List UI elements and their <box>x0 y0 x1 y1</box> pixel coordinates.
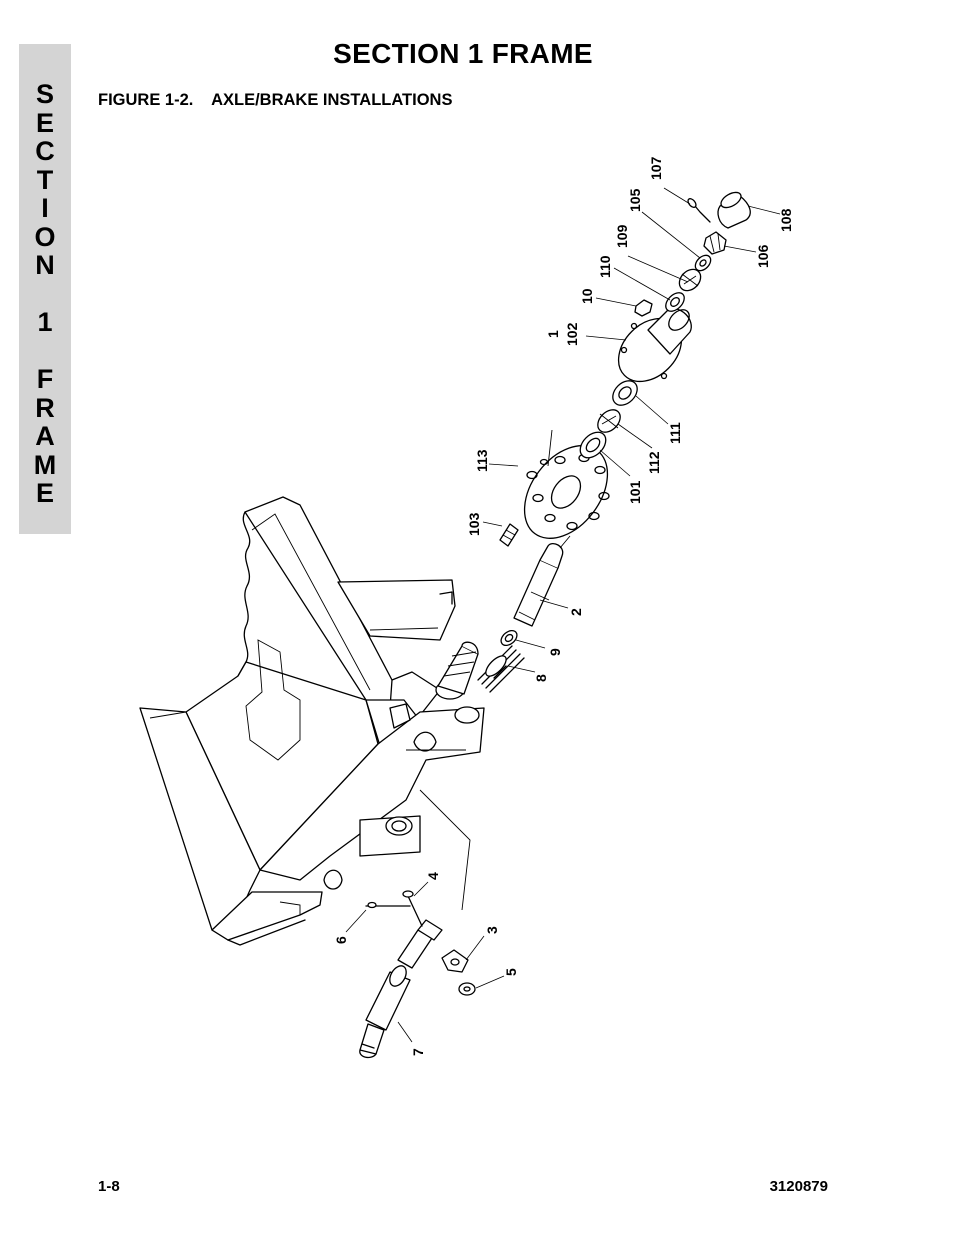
callout-108: 108 <box>778 208 794 232</box>
page-title: SECTION 1 FRAME <box>333 38 593 69</box>
brake-plate-part-113 <box>523 445 610 539</box>
callout-112: 112 <box>646 451 662 474</box>
spindle-assembly <box>435 191 751 724</box>
section-tab-letter: R <box>35 392 55 423</box>
callout-6: 6 <box>333 936 349 944</box>
section-tab-letter: I <box>41 193 49 223</box>
callout-111: 111 <box>667 422 683 444</box>
callout-labels: 107 105 108 109 106 110 10 1 102 111 112… <box>333 156 794 1056</box>
hub-part-102 <box>617 308 692 383</box>
document-number: 3120879 <box>769 1178 828 1195</box>
callout-3: 3 <box>484 926 500 934</box>
callout-7: 7 <box>410 1048 426 1056</box>
callout-leaders <box>345 187 781 1043</box>
bolt-part-103 <box>499 523 519 547</box>
callout-103: 103 <box>466 512 482 536</box>
callout-1: 1 <box>545 330 561 338</box>
spring-part-8 <box>477 645 525 693</box>
section-tab-letter: C <box>35 136 55 166</box>
callout-102: 102 <box>564 322 580 346</box>
page-number: 1-8 <box>98 1178 120 1195</box>
frame-drawing <box>139 496 485 946</box>
callout-2: 2 <box>568 608 584 616</box>
callout-8: 8 <box>533 674 549 682</box>
section-tab-letter: 1 <box>37 307 53 337</box>
cylinder-part-7 <box>359 919 443 1059</box>
section-tab-letter: T <box>36 164 54 195</box>
figure-title: FIGURE 1-2. AXLE/BRAKE INSTALLATIONS <box>98 91 453 109</box>
section-tab-letter: F <box>36 364 54 394</box>
callout-4: 4 <box>425 872 441 880</box>
axle-part-2 <box>513 542 564 627</box>
callout-107: 107 <box>648 156 664 180</box>
callout-5: 5 <box>503 968 519 976</box>
section-tab-letter: M <box>33 449 57 480</box>
callout-9: 9 <box>547 648 563 656</box>
section-tab-letter: S <box>35 79 54 109</box>
dust-cap-part-108 <box>717 191 751 229</box>
section-tab-letter: N <box>35 250 55 280</box>
callout-113: 113 <box>474 449 490 472</box>
section-tab-letter: A <box>35 421 55 451</box>
steering-cylinder-assembly <box>359 890 476 1059</box>
section-tab-letter: O <box>34 221 56 252</box>
callout-110: 110 <box>597 255 613 278</box>
section-tab-letter: E <box>35 478 54 508</box>
callout-106: 106 <box>755 244 771 268</box>
callout-109: 109 <box>614 224 630 248</box>
callout-105: 105 <box>627 188 643 212</box>
callout-101: 101 <box>627 480 643 504</box>
callout-10: 10 <box>579 288 595 304</box>
section-tab-letter: E <box>35 107 54 138</box>
